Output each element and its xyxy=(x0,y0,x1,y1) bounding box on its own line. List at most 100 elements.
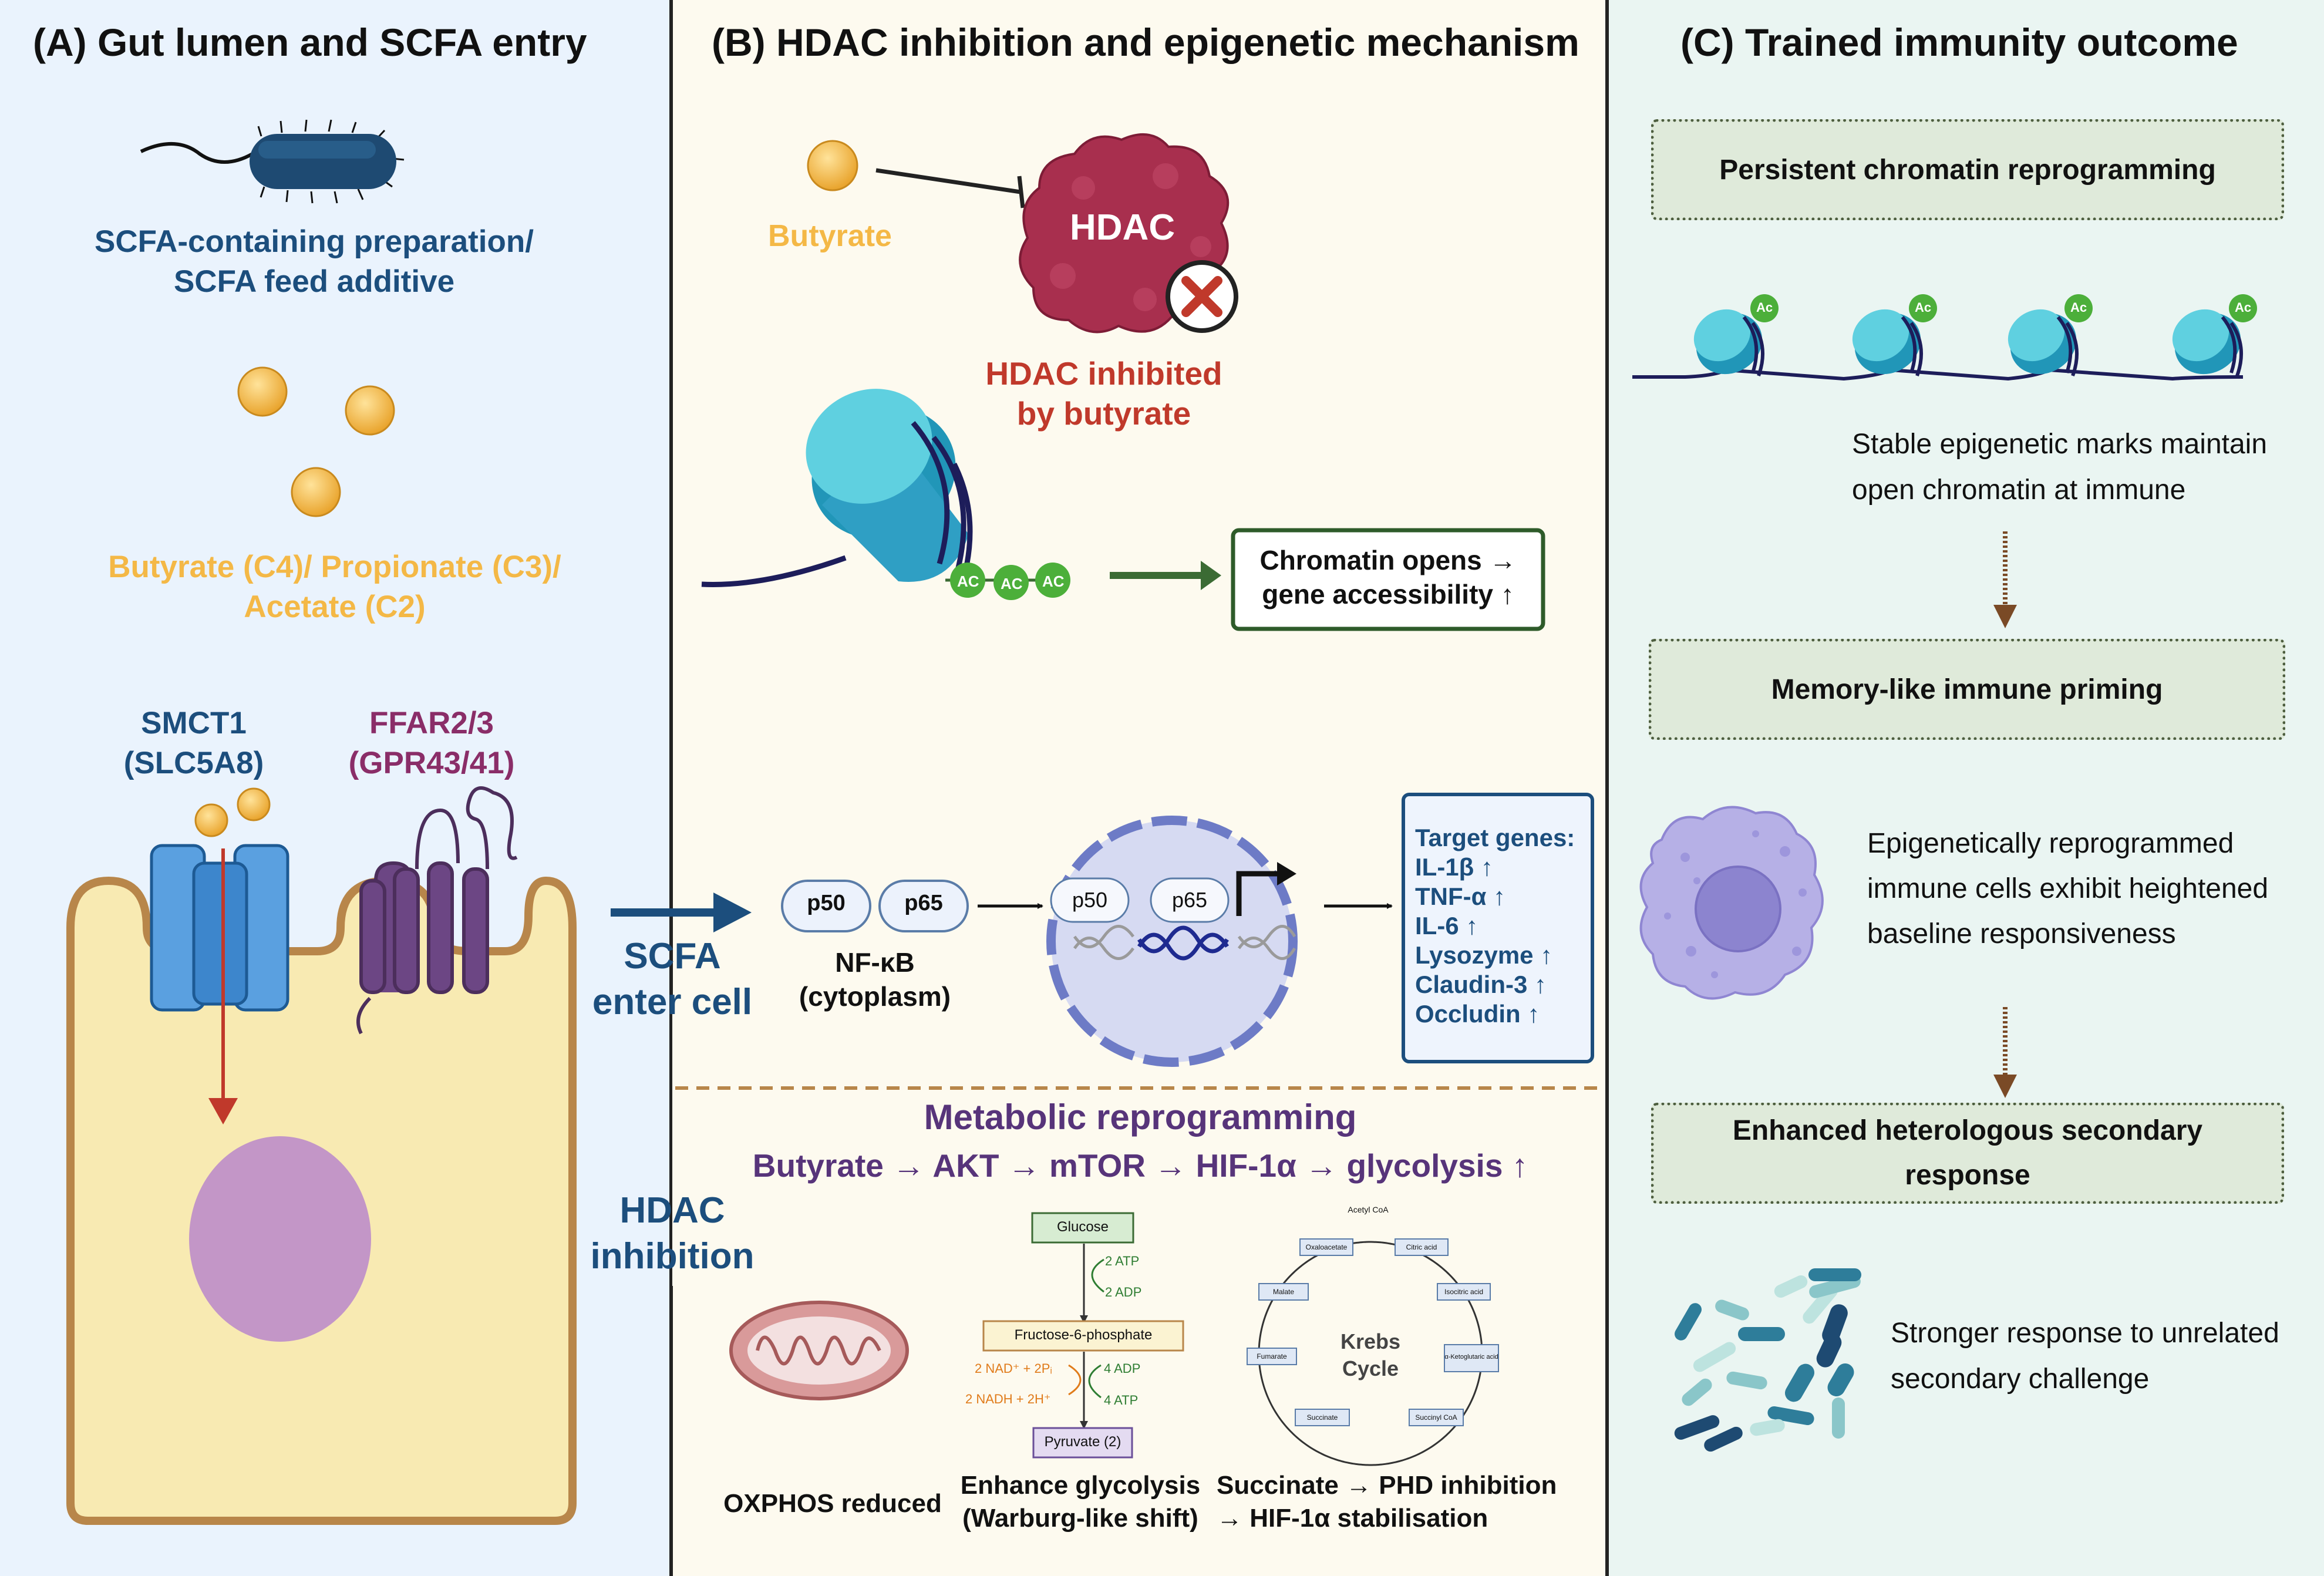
bacterium-icon xyxy=(140,119,405,204)
nucleosome-4: Ac xyxy=(2167,291,2266,393)
target-gene-occludin: Occludin ↑ xyxy=(1415,1000,1540,1028)
ac-label-2: AC xyxy=(1001,575,1023,592)
target-gene-lysozyme: Lysozyme ↑ xyxy=(1415,941,1553,969)
p65-pill xyxy=(878,880,969,932)
krebs-oxaloacetate-label: Oxaloacetate xyxy=(1305,1243,1348,1251)
hdac-label: HDAC xyxy=(1070,207,1176,248)
panel-a-title: (A) Gut lumen and SCFA entry xyxy=(33,21,587,64)
nucleosome-icon xyxy=(701,389,973,587)
glucose-label: Glucose xyxy=(1056,1219,1109,1235)
pyruvate-label: Pyruvate (2) xyxy=(1044,1434,1121,1450)
acetyl-mark-icons xyxy=(945,563,1070,600)
scfa-types-line-2: Acetate (C2) xyxy=(244,590,426,624)
inhibited-x-icon xyxy=(1166,260,1238,333)
nucleosome-1-icon xyxy=(1693,294,1779,377)
ac-label-1: AC xyxy=(957,573,979,590)
chromatin-line-1: Chromatin opens → xyxy=(1259,545,1517,575)
target-gene-tnfa: TNF-α ↑ xyxy=(1415,883,1506,910)
scfa-molecule-icons xyxy=(194,366,395,1166)
nucleosome-1: Ac xyxy=(1688,291,1788,393)
atp-in-label: 2 ATP xyxy=(1105,1254,1140,1268)
krebs-citric-label: Citric acid xyxy=(1406,1243,1437,1251)
mitochondrion-icon xyxy=(729,1301,909,1400)
scfa-types-label: Butyrate (C4)/ Propionate (C3)/ Acetate … xyxy=(0,547,669,627)
scfa-enter-line-1: SCFA xyxy=(624,936,721,976)
chromatin-line-2: gene accessibility ↑ xyxy=(1262,579,1514,609)
panel-c-title: (C) Trained immunity outcome xyxy=(1680,21,2238,64)
glycolysis-diagram xyxy=(982,1212,1184,1459)
nad-in-label: 2 NAD⁺ + 2Pᵢ xyxy=(975,1361,1052,1376)
krebs-acetyl-label: Acetyl CoA xyxy=(1348,1205,1389,1214)
divider-left xyxy=(669,0,673,1576)
succinate-line-2: → HIF-1α stabilisation xyxy=(1217,1504,1488,1533)
ffar-line-2: (GPR43/41) xyxy=(348,746,515,780)
nucleosome-2: Ac xyxy=(1847,291,1946,393)
immune-desc-line-1: Epigenetically reprogrammed xyxy=(1867,828,2234,859)
challenge-desc-line-1: Stronger response to unrelated xyxy=(1891,1318,2279,1349)
target-genes-list: Target genes: IL-1β ↑ TNF-α ↑ IL-6 ↑ Lys… xyxy=(1415,823,1575,1029)
p50-pill xyxy=(781,880,871,932)
hdac-inhibited-label: HDAC inhibited by butyrate xyxy=(957,353,1251,433)
krebs-title-line-1: Krebs xyxy=(1340,1329,1401,1353)
preparation-label: SCFA-containing preparation/ SCFA feed a… xyxy=(0,222,628,302)
krebs-cycle-diagram xyxy=(1247,1238,1499,1466)
cell-nucleus xyxy=(189,1136,371,1342)
epithelial-cell xyxy=(66,876,577,1525)
nfkb-line-2: (cytoplasm) xyxy=(799,981,951,1012)
krebs-title-line-2: Cycle xyxy=(1342,1356,1399,1380)
challenge-desc-line-2: secondary challenge xyxy=(1891,1363,2150,1395)
hdac-inhibited-line-2: by butyrate xyxy=(1016,395,1191,432)
chromatin-reprogramming-label: Persistent chromatin reprogramming xyxy=(1719,154,2216,186)
nucleosome-3-icon xyxy=(2008,294,2093,377)
ac-label-3: AC xyxy=(1042,573,1065,590)
secondary-response-line-2: response xyxy=(1905,1160,2030,1191)
hdac-inhibition-label: HDAC inhibition xyxy=(584,1188,760,1279)
nucleosome-2-icon xyxy=(1852,294,1937,377)
preparation-line-1: SCFA-containing preparation/ xyxy=(95,224,534,259)
inhibition-line xyxy=(875,168,1021,194)
chromatin-desc-line-2: open chromatin at immune xyxy=(1852,474,2186,506)
hdac-inhibition-line-2: inhibition xyxy=(590,1236,755,1277)
p50-label: p50 xyxy=(807,891,846,915)
adp-in-label: 4 ADP xyxy=(1104,1361,1141,1376)
f6p-label: Fructose-6-phosphate xyxy=(1014,1327,1153,1343)
preparation-line-2: SCFA feed additive xyxy=(173,264,455,299)
nucleosome-4-icon xyxy=(2172,294,2257,377)
chromatin-desc-line-1: Stable epigenetic marks maintain xyxy=(1852,429,2268,460)
nucleus-icon xyxy=(1046,816,1298,1067)
immune-desc-line-3: baseline responsiveness xyxy=(1867,918,2176,949)
glycolysis-line-1: Enhance glycolysis xyxy=(960,1471,1201,1500)
oxphos-label: OXPHOS reduced xyxy=(723,1489,942,1518)
bacteria-cluster-icon xyxy=(1674,1268,1861,1452)
target-gene-il1b: IL-1β ↑ xyxy=(1415,853,1493,881)
secondary-challenge-description: Stronger response to unrelated secondary… xyxy=(1891,1311,2279,1402)
metabolic-chain: Butyrate → AKT → mTOR → HIF-1α → glycoly… xyxy=(752,1147,1528,1184)
ffar-label: FFAR2/3 (GPR43/41) xyxy=(329,703,534,783)
smct1-line-1: SMCT1 xyxy=(141,706,247,740)
butyrate-label: Butyrate xyxy=(768,219,892,253)
ffar-receptor-icon xyxy=(356,786,518,1035)
immune-desc-line-2: immune cells exhibit heightened xyxy=(1867,873,2269,904)
divider-gap xyxy=(672,1010,679,1286)
krebs-title: Krebs Cycle xyxy=(1312,1328,1429,1382)
nucleus-p50-label: p50 xyxy=(1072,888,1108,912)
secondary-response-box: Enhanced heterologous secondary response xyxy=(1651,1103,2284,1204)
krebs-isocitric-label: Isocitric acid xyxy=(1444,1288,1484,1296)
immune-cell-description: Epigenetically reprogrammed immune cells… xyxy=(1867,821,2268,957)
immune-priming-label: Memory-like immune priming xyxy=(1771,673,2163,705)
scfa-types-line-1: Butyrate (C4)/ Propionate (C3)/ xyxy=(108,550,561,584)
scfa-enter-line-2: enter cell xyxy=(592,982,753,1022)
krebs-succinate-label: Succinate xyxy=(1306,1413,1338,1422)
ac-mark-3: Ac xyxy=(2070,300,2087,315)
p65-label: p65 xyxy=(904,891,943,915)
target-gene-il6: IL-6 ↑ xyxy=(1415,912,1478,939)
nfkb-line-1: NF-κB xyxy=(835,947,915,978)
ac-mark-2: Ac xyxy=(1914,300,1932,315)
target-gene-claudin3: Claudin-3 ↑ xyxy=(1415,971,1547,998)
ac-mark-4: Ac xyxy=(2234,300,2252,315)
target-genes-box xyxy=(1402,793,1594,1063)
krebs-fumarate-label: Fumarate xyxy=(1257,1352,1287,1361)
smct1-transporter-icon xyxy=(150,844,289,1012)
krebs-succinyl-label: Succinyl CoA xyxy=(1415,1413,1457,1422)
